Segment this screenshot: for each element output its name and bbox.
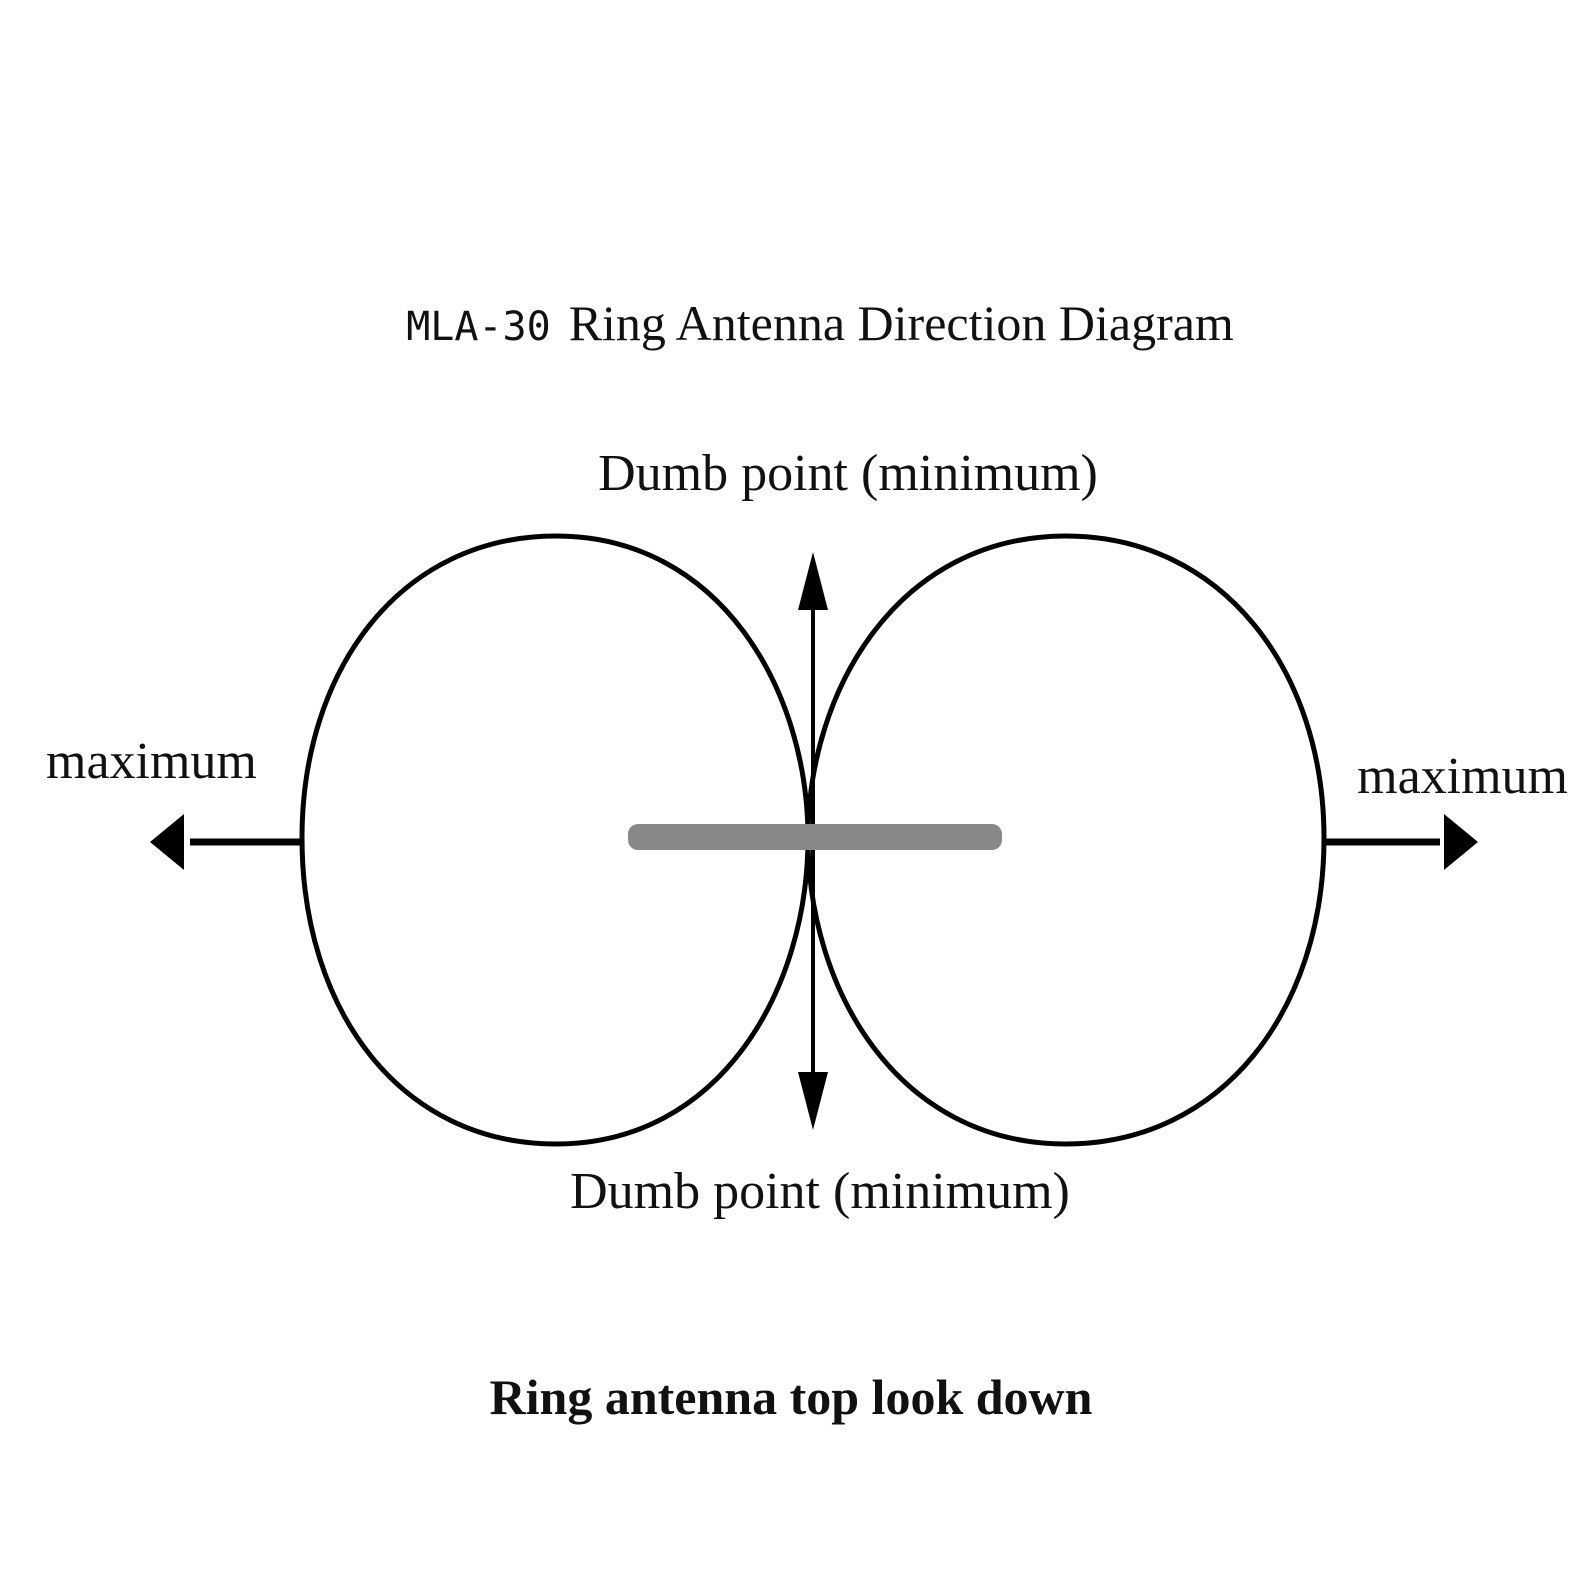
diagram-title: MLA-30 Ring Antenna Direction Diagram <box>406 295 1234 351</box>
maximum-left-label: maximum <box>46 733 257 790</box>
dumb-point-top-label: Dumb point (minimum) <box>598 445 1098 502</box>
left-radiation-lobe <box>299 533 811 1147</box>
title-model: MLA-30 <box>406 304 551 350</box>
dumb-point-bottom-label: Dumb point (minimum) <box>570 1163 1070 1220</box>
arrow-left-icon <box>150 814 184 870</box>
antenna-bar <box>628 824 1002 850</box>
arrow-right-icon <box>1444 814 1478 870</box>
right-radiation-lobe <box>805 533 1327 1147</box>
title-rest: Ring Antenna Direction Diagram <box>569 295 1234 351</box>
arrow-up-icon <box>798 552 828 610</box>
maximum-right-label: maximum <box>1357 748 1568 805</box>
arrow-down-icon <box>798 1072 828 1130</box>
diagram-caption: Ring antenna top look down <box>490 1369 1093 1425</box>
